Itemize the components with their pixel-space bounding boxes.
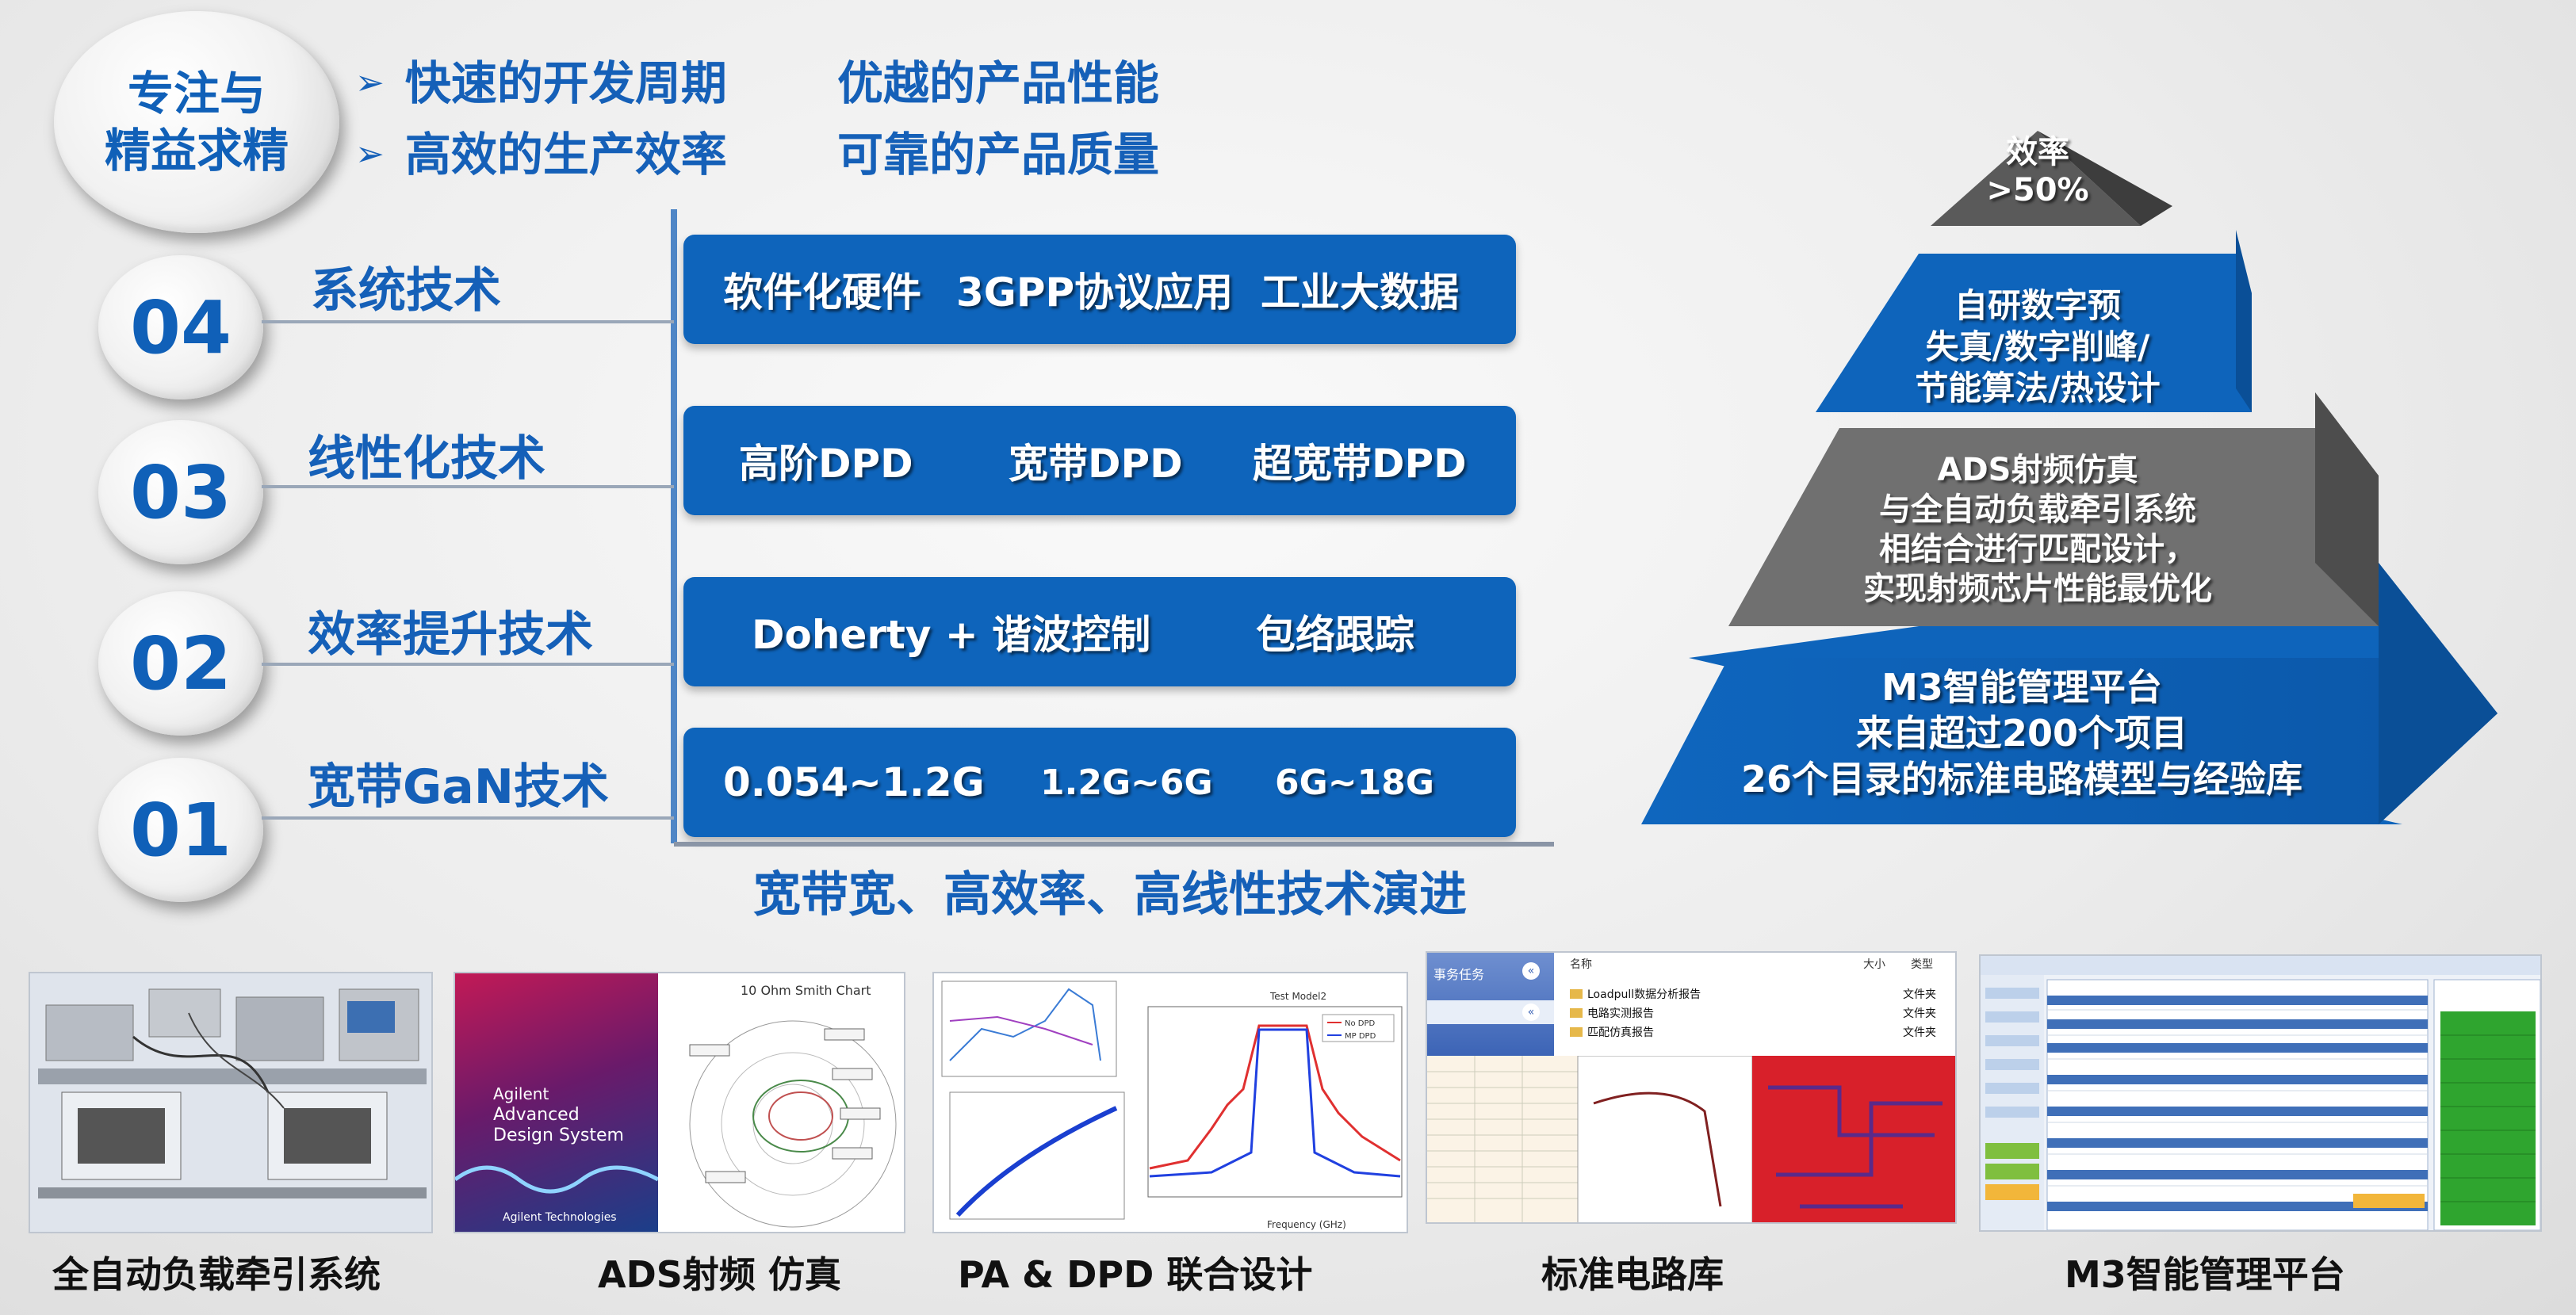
smith-chart-title: 10 Ohm Smith Chart xyxy=(741,983,871,998)
bullet-row-2-right: 可靠的产品质量 xyxy=(837,128,1160,182)
tech-band-02: Doherty + 谐波控制 包络跟踪 xyxy=(683,577,1516,686)
level-number-02: 02 xyxy=(98,591,263,736)
spectrum-title: Test Model2 xyxy=(1270,991,1327,1002)
bullet-row-1: ➢快速的开发周期 xyxy=(355,56,727,110)
level-number-04: 04 xyxy=(98,255,263,399)
wave-icon xyxy=(455,1165,658,1194)
spectrum-xlabel: Frequency (GHz) xyxy=(1267,1219,1346,1230)
level-label-04: 系统技术 xyxy=(311,263,501,319)
pyramid-tier-1-text: 效率 >50% xyxy=(1986,134,2089,208)
ads-book-cover: Agilent Advanced Design System Agilent T… xyxy=(455,973,658,1232)
thumbnail-loadpull-system xyxy=(29,972,433,1233)
folder-icon xyxy=(1570,989,1583,999)
tech-band-03: 高阶DPD 宽带DPD 超宽带DPD xyxy=(683,406,1516,515)
caption-loadpull: 全自动负载牵引系统 xyxy=(52,1253,381,1296)
level-label-01: 宽带GaN技术 xyxy=(308,759,609,815)
pyramid-tier-2-text: 自研数字预 失真/数字削峰/ 节能算法/热设计 xyxy=(1915,286,2161,407)
folder-icon xyxy=(1570,1027,1583,1037)
tech-vertical-line xyxy=(671,209,677,843)
level-connector-04 xyxy=(262,320,674,323)
smith-chart xyxy=(689,1020,897,1228)
thumbnail-pa-dpd: Test Model2 No DPD MP DPD Frequency (GHz… xyxy=(932,972,1408,1233)
amam-scatter-plot xyxy=(949,1091,1125,1220)
file-list: 名称 大小 类型 Loadpull数据分析报告 文件夹 电路实测报告 文件夹 匹… xyxy=(1554,953,1955,1056)
caption-m3-platform: M3智能管理平台 xyxy=(2065,1253,2345,1296)
thumbnail-ads-simulation: Agilent Advanced Design System Agilent T… xyxy=(454,972,905,1233)
focus-title: 专注与 精益求精 xyxy=(104,67,289,178)
list-item[interactable]: 电路实测报告 xyxy=(1587,1007,1654,1020)
pyramid-tier-1 xyxy=(1931,131,2141,226)
pyramid-tier-4-text: M3智能管理平台 来自超过200个项目 26个目录的标准电路模型与经验库 xyxy=(1740,666,2302,801)
gain-curve-plot xyxy=(941,981,1117,1077)
caption-ads: ADS射频 仿真 xyxy=(598,1253,841,1296)
library-sidebar: 事务任务 « « xyxy=(1427,953,1554,1056)
level-connector-01 xyxy=(262,816,674,820)
tech-baseline xyxy=(674,842,1554,847)
arrow-bullet-icon: ➢ xyxy=(355,63,385,103)
level-label-02: 效率提升技术 xyxy=(308,607,593,663)
level-number-03: 03 xyxy=(98,420,263,564)
caption-circuit-library: 标准电路库 xyxy=(1541,1253,1724,1296)
bullet-row-1-right: 优越的产品性能 xyxy=(837,56,1160,110)
pyramid-tier-2 xyxy=(1816,254,2252,412)
focus-circle: 专注与 精益求精 xyxy=(54,11,339,233)
circuit-library-panels xyxy=(1427,1056,1955,1222)
pyramid-tier-3-text: ADS射频仿真 与全自动负载牵引系统 相结合进行匹配设计， 实现射频芯片性能最优… xyxy=(1863,452,2212,607)
dpd-spectrum-plot: No DPD MP DPD xyxy=(1147,1006,1403,1198)
lab-equipment-image xyxy=(30,973,431,1232)
thumbnail-m3-platform xyxy=(1979,954,2542,1232)
tech-band-04: 软件化硬件 3GPP协议应用 工业大数据 xyxy=(683,235,1516,344)
evolution-caption: 宽带宽、高效率、高线性技术演进 xyxy=(753,867,1467,923)
level-label-03: 线性化技术 xyxy=(308,431,545,487)
level-connector-03 xyxy=(262,485,674,488)
list-item[interactable]: 匹配仿真报告 xyxy=(1587,1026,1654,1039)
pyramid-tier-3 xyxy=(1728,428,2379,626)
level-number-01: 01 xyxy=(98,758,263,902)
caption-pa-dpd: PA & DPD 联合设计 xyxy=(958,1253,1313,1296)
list-item[interactable]: Loadpull数据分析报告 xyxy=(1587,988,1701,1001)
arrow-bullet-icon: ➢ xyxy=(355,134,385,174)
collapse-icon[interactable]: « xyxy=(1522,962,1540,980)
folder-icon xyxy=(1570,1008,1583,1018)
legend-mp-dpd: MP DPD xyxy=(1345,1032,1376,1041)
thumbnail-circuit-library: 事务任务 « « 名称 大小 类型 Loadpull数据分析报告 文件夹 电路实… xyxy=(1426,951,1957,1224)
legend-no-dpd: No DPD xyxy=(1345,1019,1376,1028)
bullet-row-2: ➢高效的生产效率 xyxy=(355,128,727,182)
collapse-icon[interactable]: « xyxy=(1522,1003,1540,1021)
tech-band-01: 0.054~1.2G 1.2G~6G 6G~18G xyxy=(683,728,1516,837)
level-connector-02 xyxy=(262,663,674,666)
capability-pyramid xyxy=(1641,131,2498,824)
m3-platform-screen xyxy=(1981,956,2540,1230)
